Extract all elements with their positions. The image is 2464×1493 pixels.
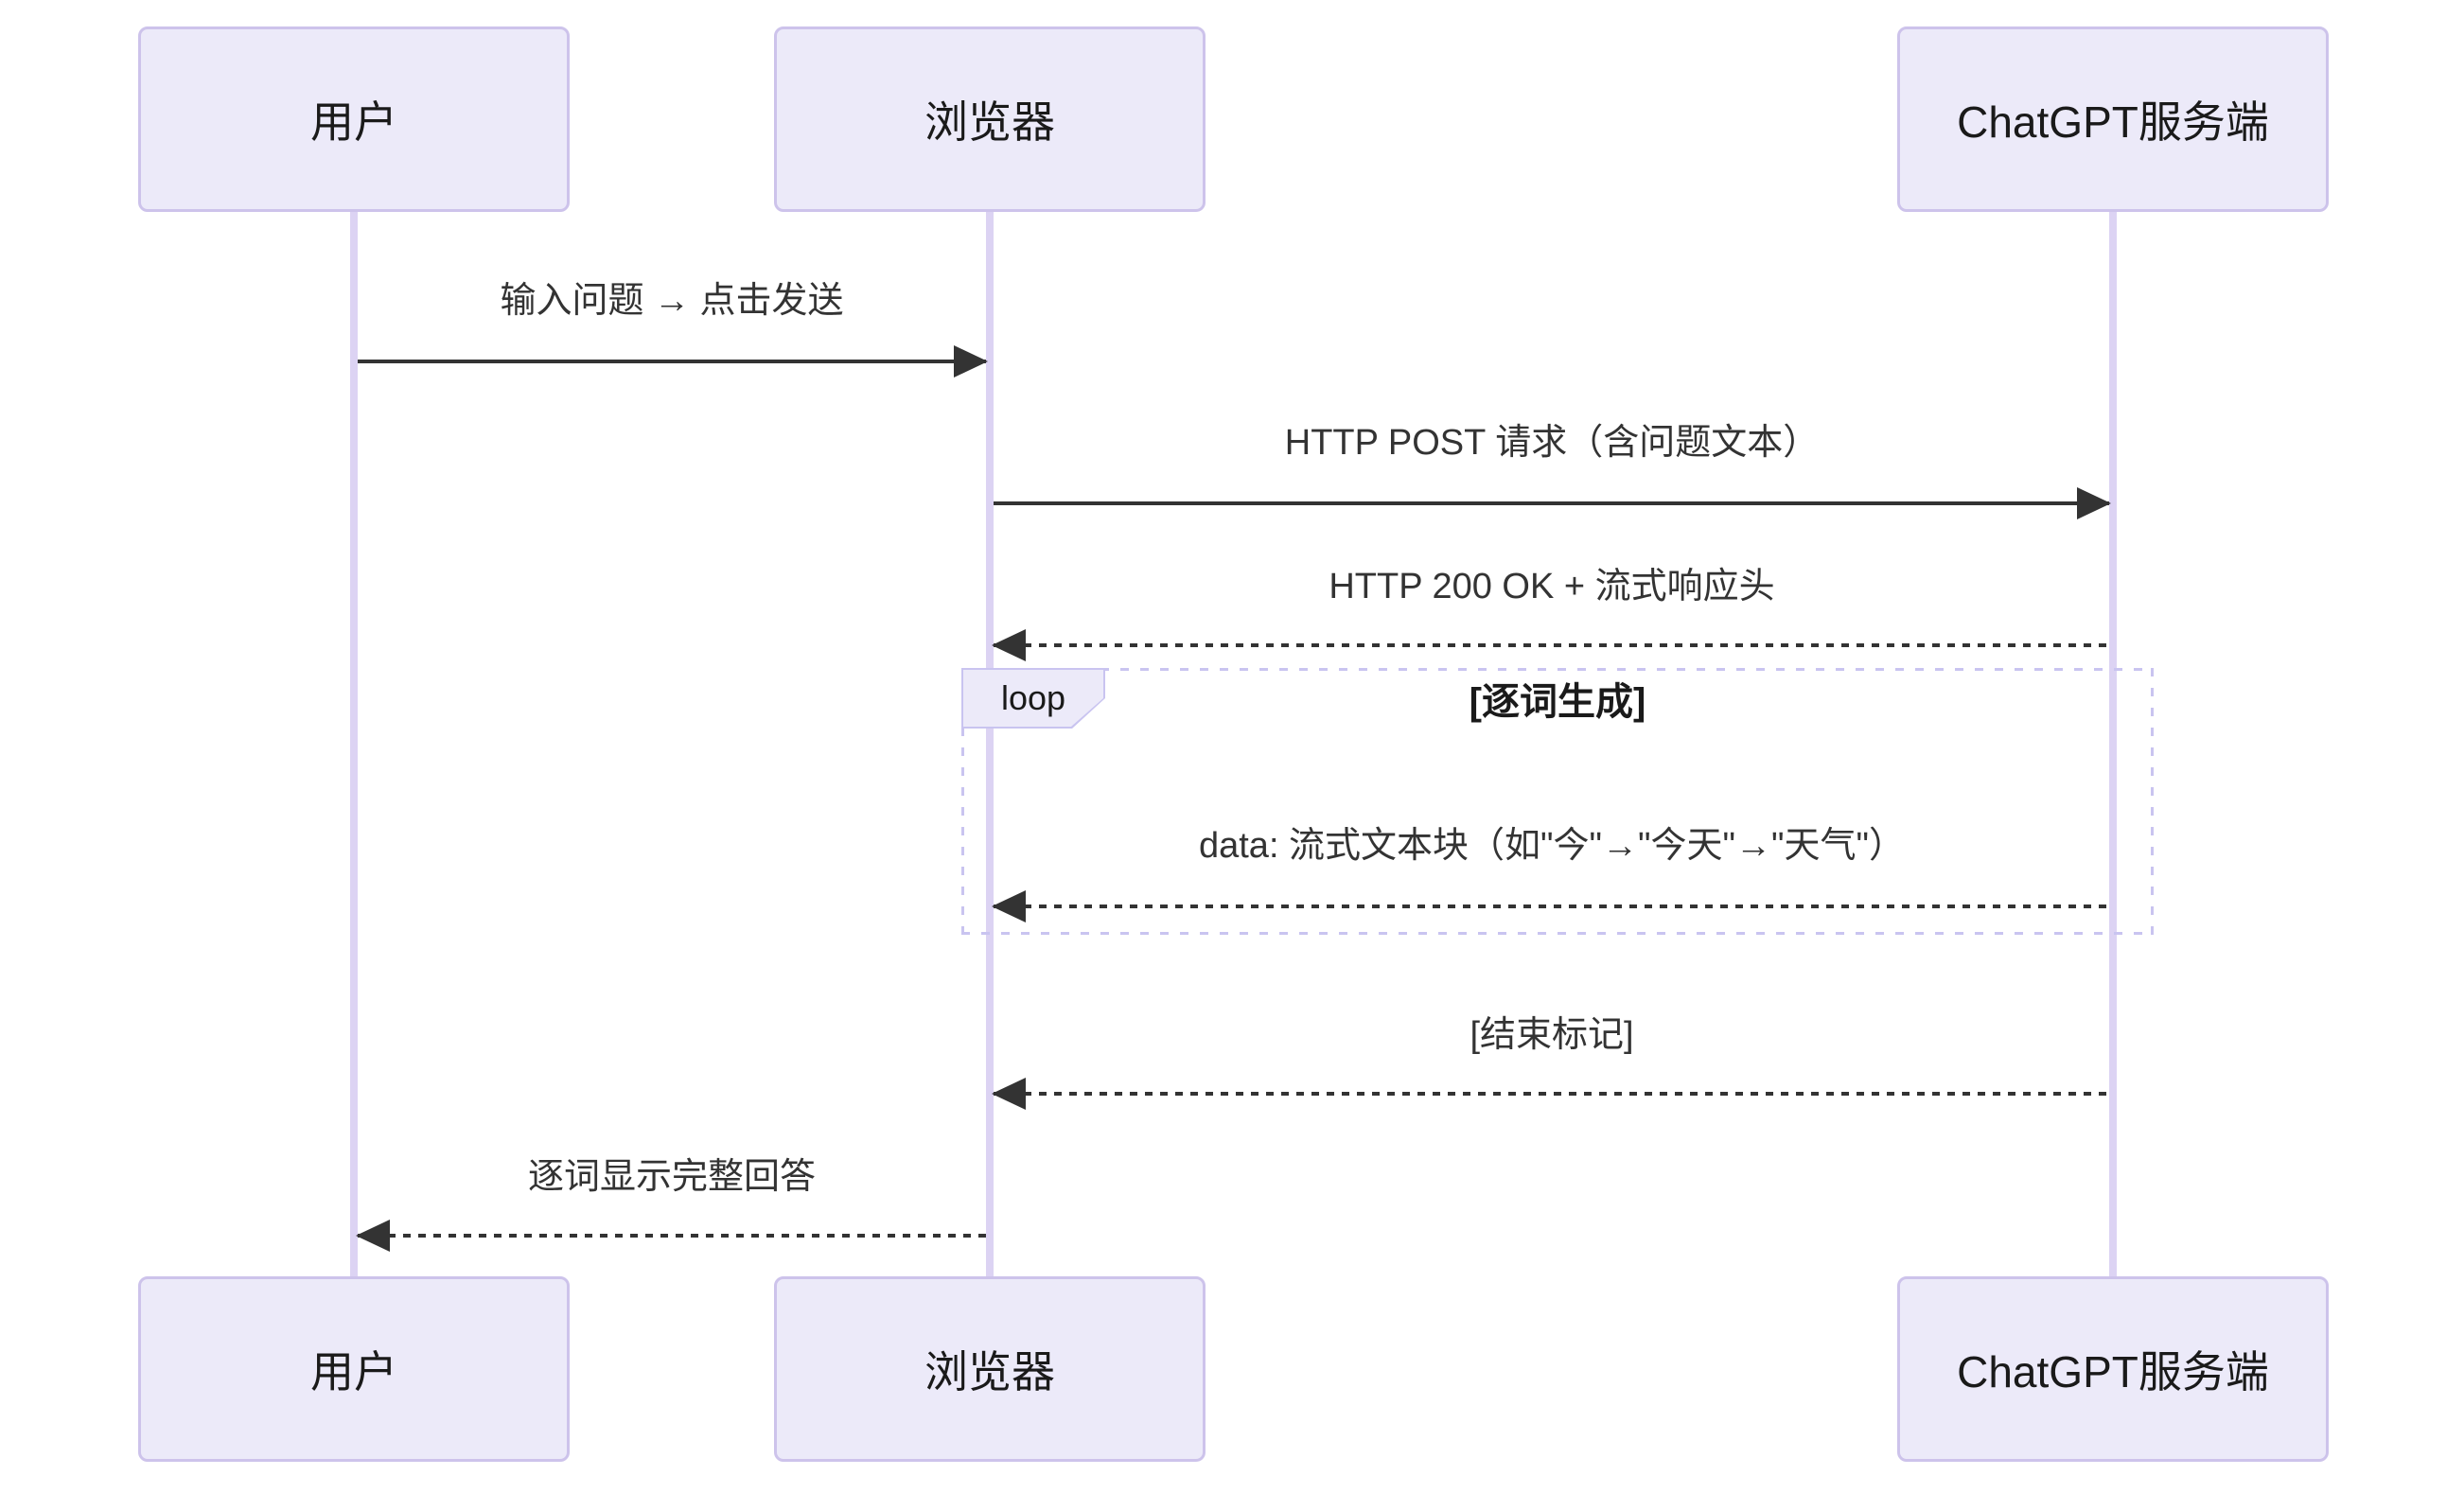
actor-box-server-bottom: ChatGPT服务端 [1897,1276,2329,1462]
message-arrow-http-200 [992,629,2113,661]
message-arrow-stream-chunk [992,890,2113,922]
arrowhead-left-icon [992,629,1026,661]
message-label-http-200: HTTP 200 OK + 流式响应头 [1329,567,1775,606]
lifeline-browser [986,210,994,1278]
actor-label-user-bottom: 用户 [310,1347,397,1396]
lifeline-server [2109,210,2117,1278]
loop-label-tab: loop [961,668,1105,729]
loop-border-bottom [961,932,2154,935]
message-label-end-marker: [结束标记] [1470,1015,1634,1055]
loop-condition-label: [逐词生成] [1469,681,1646,723]
actor-box-user-top: 用户 [138,26,570,212]
message-arrow-http-post [994,487,2111,519]
message-label-display-answer: 逐词显示完整回答 [527,1157,816,1197]
loop-border-left [961,668,964,935]
actor-box-server-top: ChatGPT服务端 [1897,26,2329,212]
loop-border-right [2151,668,2154,935]
actor-box-user-bottom: 用户 [138,1276,570,1462]
message-arrow-input-question [358,345,988,378]
loop-label: loop [1000,678,1066,717]
arrowhead-left-icon [992,1078,1026,1110]
actor-label-server-top: ChatGPT服务端 [1957,97,2269,147]
actor-box-browser-top: 浏览器 [774,26,1206,212]
actor-label-browser-bottom: 浏览器 [924,1347,1055,1396]
message-arrow-display-answer [356,1220,990,1252]
message-label-http-post: HTTP POST 请求（含问题文本） [1284,423,1820,463]
arrowhead-left-icon [992,890,1026,922]
actor-box-browser-bottom: 浏览器 [774,1276,1206,1462]
actor-label-browser-top: 浏览器 [924,97,1055,147]
message-arrow-end-marker [992,1078,2113,1110]
loop-frame: loop [961,668,2154,935]
arrowhead-right-icon [954,345,988,378]
message-label-input-question: 输入问题 → 点击发送 [500,281,844,321]
loop-border-top [961,668,2154,671]
message-label-stream-chunk: data: 流式文本块（如"今"→"今天"→"天气"） [1198,826,1905,866]
lifeline-user [350,210,358,1278]
arrowhead-left-icon [356,1220,390,1252]
actor-label-user-top: 用户 [310,97,397,147]
arrowhead-right-icon [2077,487,2111,519]
actor-label-server-bottom: ChatGPT服务端 [1957,1347,2269,1396]
